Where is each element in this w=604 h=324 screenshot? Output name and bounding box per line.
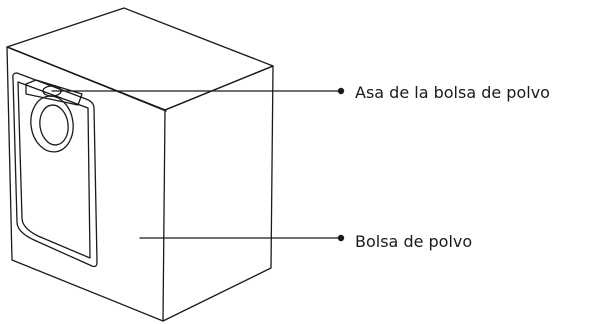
container-box [6, 7, 274, 322]
dust-bag [12, 72, 98, 268]
handle-plate [25, 79, 83, 106]
box-left-face [6, 46, 166, 322]
dust-bag-port-outer [30, 95, 74, 153]
box-top-inner-edge [9, 47, 167, 112]
dust-bag-panel [12, 72, 98, 268]
dust-bag-panel-inner [17, 81, 91, 259]
dust-bag-handle [25, 79, 83, 106]
callout-label-dust-bag: Bolsa de polvo [355, 232, 473, 251]
leader-dot-bag [337, 234, 345, 242]
dust-bag-port-inner [39, 104, 69, 146]
leader-dot-handle [337, 87, 345, 95]
callout-label-dust-bag-handle: Asa de la bolsa de polvo [355, 83, 550, 102]
box-right-face [162, 65, 274, 322]
